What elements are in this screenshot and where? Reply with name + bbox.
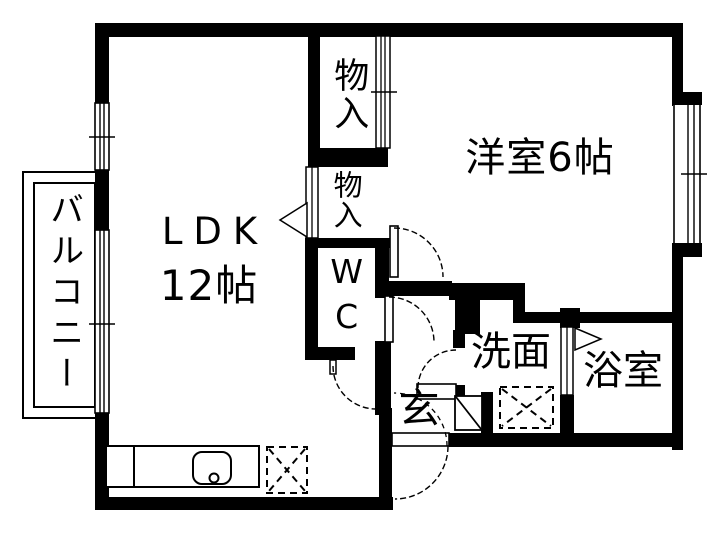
western-room-label: 洋室6帖 bbox=[465, 135, 615, 182]
closet-sliding-door bbox=[371, 35, 397, 149]
storage-mid-folding-mark bbox=[278, 201, 308, 239]
doors bbox=[278, 201, 603, 500]
windows bbox=[89, 35, 707, 414]
window-right-bay bbox=[673, 105, 707, 243]
entrance-door bbox=[391, 392, 450, 500]
storage-mid-label: 物入 bbox=[329, 170, 364, 230]
window-left-upper bbox=[89, 102, 115, 171]
bathroom-label: 浴室 bbox=[583, 348, 663, 395]
entrance-label: 玄 bbox=[398, 384, 440, 433]
hallway-door bbox=[384, 295, 435, 343]
kitchen-counter bbox=[105, 445, 260, 488]
bathroom-folding-door bbox=[560, 326, 603, 396]
shoe-cabinet bbox=[454, 395, 483, 431]
wc-door bbox=[329, 359, 377, 410]
walls bbox=[95, 23, 702, 510]
storage-mid-sliding-door bbox=[305, 166, 319, 239]
kitchen-sink bbox=[192, 451, 232, 485]
refrigerator-space bbox=[266, 446, 308, 494]
washing-machine-space bbox=[499, 386, 554, 429]
balcony-label: バルコニー bbox=[43, 191, 84, 397]
western-room-door bbox=[389, 225, 444, 278]
window-balcony-sliding bbox=[89, 229, 115, 414]
storage-top-label: 物入 bbox=[328, 57, 369, 133]
ldk-size-label: 12帖 bbox=[159, 261, 259, 311]
washroom-door bbox=[416, 349, 457, 400]
washroom-label: 洗面 bbox=[471, 329, 551, 376]
fixtures bbox=[105, 386, 554, 494]
ldk-label: LDK bbox=[161, 209, 269, 253]
wc-label: WC bbox=[327, 252, 367, 342]
